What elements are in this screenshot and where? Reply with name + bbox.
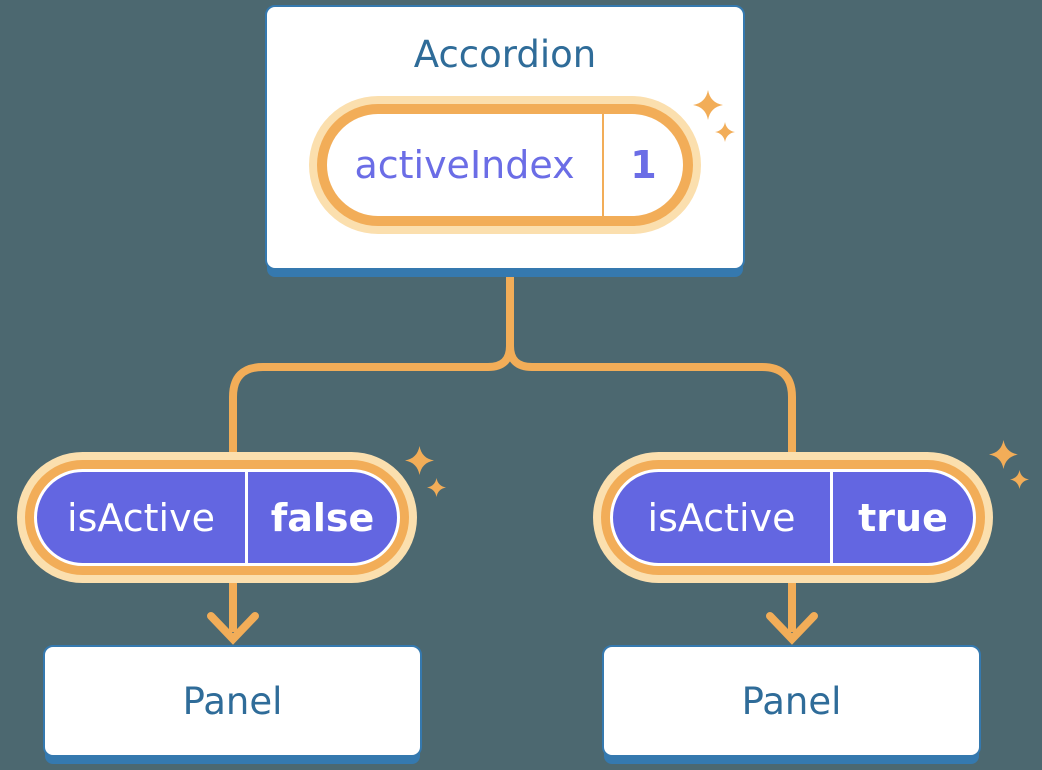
branch-left-line xyxy=(229,277,514,632)
accordion-title: Accordion xyxy=(413,33,597,76)
sparkle-small-icon xyxy=(1010,470,1029,489)
pill-divider xyxy=(245,472,248,563)
arrowhead-right-icon xyxy=(766,612,818,645)
panel-left: Panel xyxy=(43,645,422,757)
pill-divider xyxy=(602,114,604,216)
sparkle-small-icon xyxy=(715,122,735,142)
state-value: 1 xyxy=(630,143,657,187)
state-pill: activeIndex 1 xyxy=(327,114,683,216)
branch-right-line xyxy=(506,277,796,632)
prop-pill-left: isActive false xyxy=(34,469,400,566)
panel-label-left: Panel xyxy=(182,679,283,723)
pill-divider xyxy=(830,472,833,563)
prop-value-right: true xyxy=(858,495,948,540)
prop-name-right: isActive xyxy=(647,495,796,540)
prop-name-left: isActive xyxy=(67,495,215,540)
sparkle-small-icon xyxy=(427,478,446,497)
arrowhead-left-icon xyxy=(207,612,259,645)
sparkle-large-icon xyxy=(693,90,723,120)
prop-pill-right: isActive true xyxy=(610,469,976,566)
state-name: activeIndex xyxy=(354,143,575,187)
sparkle-large-icon xyxy=(989,440,1018,469)
prop-value-left: false xyxy=(270,495,375,540)
panel-label-right: Panel xyxy=(741,679,842,723)
panel-right: Panel xyxy=(602,645,981,757)
sparkle-large-icon xyxy=(405,446,434,475)
